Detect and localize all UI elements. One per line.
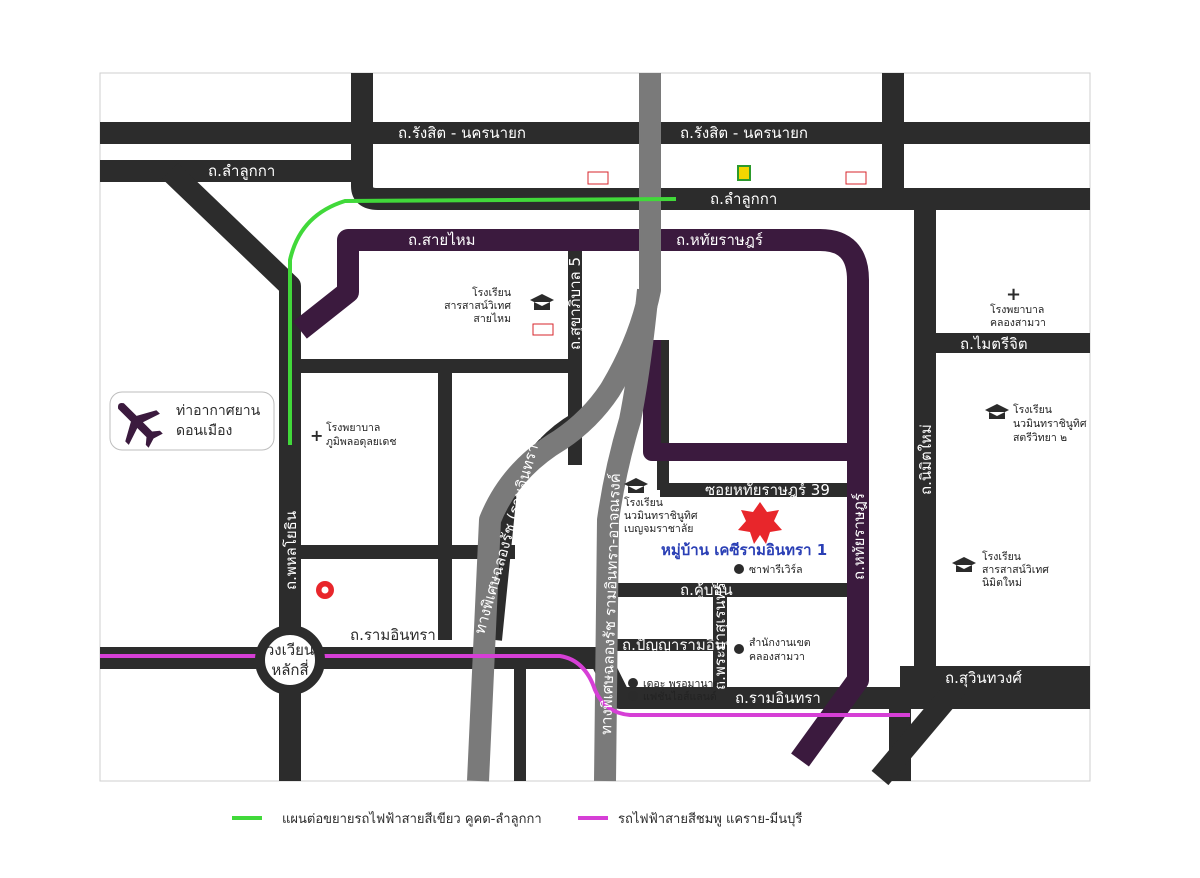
airport-label-2: ดอนเมือง — [176, 423, 232, 439]
roundabout-laksi: วงเวียน หลักสี่ — [255, 625, 325, 695]
hospital-khlongsamwa-line1: โรงพยาบาล — [990, 303, 1044, 316]
school-icon — [530, 294, 554, 310]
expressways — [467, 73, 661, 782]
label-rangsit-left: ถ.รังสิต - นครนายก — [398, 124, 526, 142]
poi-safari: ซาฟารีเวิร์ล — [734, 563, 803, 576]
star-marker-icon — [738, 502, 782, 544]
label-phahonyothin: ถ.พหลโยธิน — [282, 511, 300, 590]
school-saimai-line3: สายไหม — [473, 312, 511, 325]
label-panya: ถ.ปัญญารามอินทรา — [622, 636, 751, 654]
poi-school-saimai: โรงเรียน สารสาสน์วิเทศ สายไหม — [444, 286, 554, 336]
roundabout-label-1: วงเวียน — [266, 641, 314, 659]
label-kubon: ถ.คู้บอน — [680, 581, 733, 599]
dot-icon — [628, 678, 638, 688]
legend: แผนต่อขยายรถไฟฟ้าสายสีเขียว คูคต-ลำลูกกา… — [232, 811, 802, 827]
poi-malls: เดอะ พรอมานาด แฟชั่นไอส์แลนด์ — [628, 678, 720, 703]
poi-hospital-khlongsamwa: + โรงพยาบาล คลองสามวา — [990, 284, 1046, 329]
poi-school-nawamin-satri: โรงเรียน นวมินทราชินูทิศ สตรีวิทยา ๒ — [985, 403, 1087, 444]
school-satri-line3: สตรีวิทยา ๒ — [1013, 431, 1067, 444]
label-rangsit-right: ถ.รังสิต - นครนายก — [680, 124, 808, 142]
promenade-label: เดอะ พรอมานาด — [643, 678, 720, 690]
school-icon — [624, 478, 648, 493]
school-benchama-line1: โรงเรียน — [624, 496, 663, 509]
dot-icon — [734, 564, 744, 574]
project-label: หมู่บ้าน เคซีรามอินทรา 1 — [661, 541, 827, 560]
fashion-island-label: แฟชั่นไอส์แลนด์ — [643, 689, 717, 703]
tesco-logo-icon — [845, 171, 867, 185]
poi-district-office: สำนักงานเขต คลองสามวา — [734, 637, 811, 663]
label-sukhaphiban5: ถ.สุขาภิบาล 5 — [566, 257, 585, 350]
airplane-icon — [117, 402, 163, 448]
airport-callout: ท่าอากาศยาน ดอนเมือง — [109, 391, 275, 451]
poi-hospital-bhumibol: + โรงพยาบาล ภูมิพลอดุลยเดช — [310, 421, 396, 448]
expressway-chalong-rat-2 — [594, 288, 659, 782]
school-saimai-line1: โรงเรียน — [472, 286, 511, 299]
label-nimitmai: ถ.นิมิตใหม่ — [917, 424, 935, 495]
purple-soi-loop — [643, 340, 858, 461]
purple-saimai-hathairat — [293, 229, 869, 767]
green-line-extension — [288, 197, 677, 445]
label-suwinthawong: ถ.สุวินทวงศ์ — [945, 669, 1022, 688]
poi-school-benchama: โรงเรียน นวมินทราชินูทิศ เบญจมราชาลัย — [624, 478, 698, 535]
hospital-khlongsamwa-line2: คลองสามวา — [990, 317, 1046, 329]
school-benchama-line3: เบญจมราชาลัย — [624, 523, 693, 535]
school-nimitmai-line3: นิมิตใหม่ — [982, 576, 1022, 589]
tesco-logo-icon — [532, 323, 554, 336]
hospital-bhumibol-line2: ภูมิพลอดุลยเดช — [326, 436, 396, 448]
district-office-line1: สำนักงานเขต — [749, 637, 811, 649]
school-nimitmai-line2: สารสาสน์วิเทศ — [982, 563, 1049, 576]
hospital-cross-icon: + — [1006, 284, 1021, 305]
purple-route — [293, 229, 869, 767]
legend-green-label: แผนต่อขยายรถไฟฟ้าสายสีเขียว คูคต-ลำลูกกา — [282, 811, 542, 827]
store-logo-icon — [737, 165, 751, 181]
pink-line — [100, 654, 910, 717]
district-office-line2: คลองสามวา — [749, 651, 805, 663]
label-phraya-suren: ถ.พระยาสุเรนทร์ — [711, 582, 730, 690]
roundabout-label-2: หลักสี่ — [271, 659, 308, 679]
safari-label: ซาฟารีเวิร์ล — [749, 563, 803, 576]
label-lamlukka-right: ถ.ลำลูกกา — [710, 190, 777, 208]
label-saimai: ถ.สายไหม — [408, 231, 476, 249]
school-saimai-line2: สารสาสน์วิเทศ — [444, 299, 511, 312]
poi-school-nimitmai: โรงเรียน สารสาสน์วิเทศ นิมิตใหม่ — [952, 550, 1049, 589]
school-satri-line2: นวมินทราชินูทิศ — [1013, 418, 1087, 430]
school-satri-line1: โรงเรียน — [1013, 403, 1052, 416]
legend-pink-label: รถไฟฟ้าสายสีชมพู แคราย-มีนบุรี — [618, 811, 802, 827]
label-ramintra-left: ถ.รามอินทรา — [350, 626, 436, 644]
school-icon — [985, 404, 1009, 419]
school-nimitmai-line1: โรงเรียน — [982, 550, 1021, 563]
label-ramintra-right: ถ.รามอินทรา — [735, 689, 821, 707]
label-lamlukka-left: ถ.ลำลูกกา — [208, 162, 275, 180]
hospital-cross-icon: + — [310, 426, 323, 445]
project-marker: หมู่บ้าน เคซีรามอินทรา 1 — [661, 502, 827, 560]
school-benchama-line2: นวมินทราชินูทิศ — [624, 510, 698, 522]
school-icon — [952, 557, 976, 572]
label-hathairat-vertical: ถ.หทัยราษฎร์ — [850, 493, 868, 580]
dot-icon — [734, 644, 744, 654]
poi-makro — [316, 581, 334, 599]
road-diag-southeast — [871, 669, 974, 786]
airport-label-1: ท่าอากาศยาน — [176, 403, 261, 419]
label-maitrichit: ถ.ไมตรีจิต — [960, 335, 1028, 353]
label-soi39: ซอยหทัยราษฎร์ 39 — [705, 481, 830, 499]
hospital-bhumibol-line1: โรงพยาบาล — [326, 421, 380, 434]
tesco-logo-icon — [587, 171, 609, 185]
dot-icon — [628, 691, 638, 701]
label-hathairat-top: ถ.หทัยราษฎร์ — [676, 231, 763, 249]
